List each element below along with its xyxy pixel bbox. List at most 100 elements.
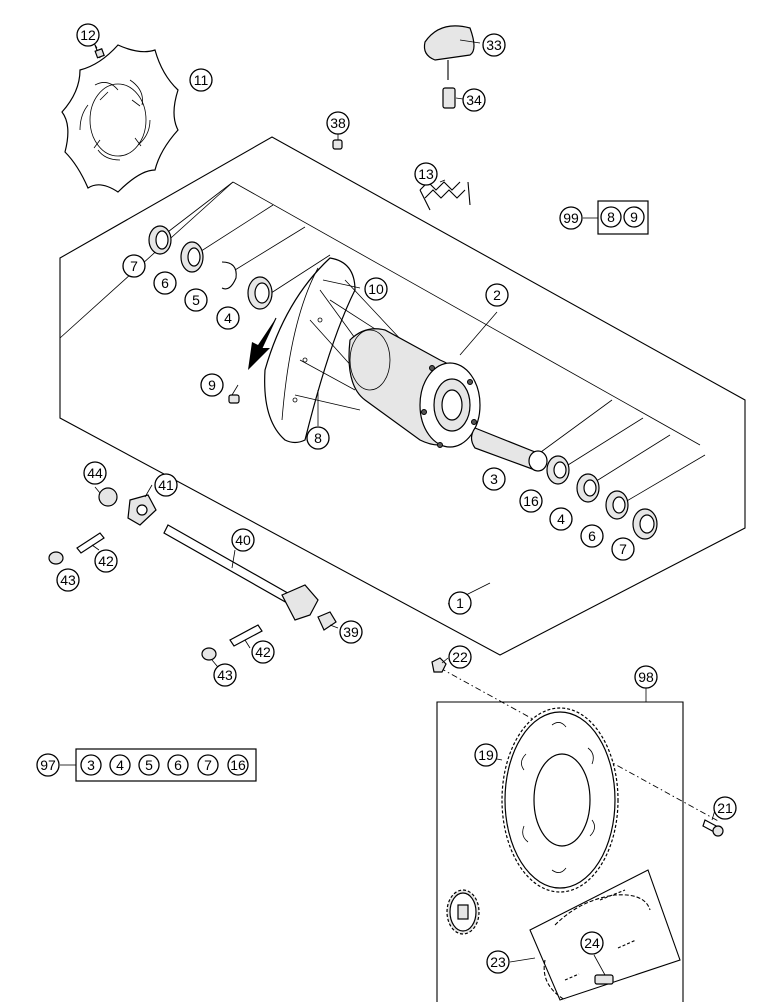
callout-43-right: 43 [213,663,237,687]
callout-7-left: 7 [122,254,146,278]
svg-text:5: 5 [145,757,153,773]
callout-24: 24 [580,931,604,955]
svg-text:23: 23 [490,954,506,970]
svg-text:4: 4 [116,757,124,773]
callout-4-right: 4 [549,507,573,531]
callout-11: 11 [189,68,213,92]
svg-text:7: 7 [204,757,212,773]
kit-99-item-8: 8 [600,206,622,228]
kit-97 [60,748,257,782]
callout-1: 1 [448,591,472,615]
chain-lock [594,974,614,985]
axle-nut [317,611,337,631]
kit-97-item-16: 16 [227,754,249,776]
svg-text:8: 8 [607,209,615,225]
alignment-lines [59,181,706,506]
left-seal-ring [180,241,204,273]
svg-text:42: 42 [98,553,114,569]
callout-42-right: 42 [251,640,275,664]
svg-text:12: 12 [80,27,96,43]
svg-text:43: 43 [217,667,233,683]
right-bearing [546,455,570,485]
svg-text:39: 39 [343,624,359,640]
callout-34: 34 [462,88,486,112]
svg-text:4: 4 [557,511,565,527]
adjuster-screw-left [48,532,105,565]
callout-6-right: 6 [580,524,604,548]
spoke-clip [419,181,471,211]
callout-22: 22 [448,645,472,669]
svg-text:38: 38 [330,115,346,131]
callout-40: 40 [231,528,255,552]
callout-9: 9 [200,373,224,397]
callout-19: 19 [474,743,498,767]
brake-disc [61,44,179,193]
svg-text:1: 1 [456,595,464,611]
drive-chain [529,869,681,1001]
svg-text:41: 41 [158,477,174,493]
right-shaft-seal [632,508,658,540]
callout-39: 39 [339,620,363,644]
kit-97-item-7: 7 [197,754,219,776]
wheel-assembly-frame [59,136,746,656]
svg-text:98: 98 [638,669,654,685]
kit-97-item-6: 6 [167,754,189,776]
right-seal [576,473,600,503]
spoke-nipple [228,394,240,404]
sprocket-kit-frame [436,701,684,1002]
svg-text:34: 34 [466,92,482,108]
svg-text:7: 7 [619,541,627,557]
svg-text:21: 21 [717,800,733,816]
svg-text:3: 3 [490,471,498,487]
svg-text:11: 11 [194,72,209,88]
callout-38: 38 [326,111,350,135]
wheel-hub [348,328,481,448]
rotation-arrow [248,318,276,370]
callout-44: 44 [83,461,107,485]
svg-text:97: 97 [40,757,56,773]
rim [264,257,356,444]
svg-text:44: 44 [87,465,103,481]
callout-12: 12 [76,23,100,47]
svg-text:19: 19 [478,747,494,763]
svg-text:22: 22 [452,649,468,665]
kit-97-label: 97 [36,753,60,777]
callout-8: 8 [306,426,330,450]
left-bearing [247,276,273,310]
grease-tool [423,25,475,109]
callout-16: 16 [519,489,543,513]
svg-text:40: 40 [235,532,251,548]
callout-7-right: 7 [611,537,635,561]
svg-text:42: 42 [255,644,271,660]
sprocket-centerline [439,667,721,823]
svg-text:43: 43 [60,572,76,588]
svg-text:10: 10 [368,281,384,297]
svg-text:9: 9 [208,377,216,393]
callout-23: 23 [486,950,510,974]
callout-6-left: 6 [153,271,177,295]
svg-text:2: 2 [493,287,501,303]
callout-43-left: 43 [56,568,80,592]
svg-text:13: 13 [418,166,434,182]
svg-text:9: 9 [630,209,638,225]
front-sprocket [446,889,480,935]
sprocket-nut [431,657,447,673]
chain-adjuster-left [98,487,157,526]
rear-sprocket [501,707,619,893]
callout-4-left: 4 [216,306,240,330]
callout-13: 13 [414,162,438,186]
callout-2: 2 [485,283,509,307]
callout-5: 5 [184,288,208,312]
svg-text:6: 6 [161,275,169,291]
svg-text:7: 7 [130,258,138,274]
kit-99-item-9: 9 [623,206,645,228]
callout-21: 21 [713,796,737,820]
svg-text:16: 16 [523,493,539,509]
kit-97-item-4: 4 [109,754,131,776]
svg-text:99: 99 [563,210,579,226]
callout-3: 3 [482,467,506,491]
callout-33: 33 [482,33,506,57]
adjuster-screw-right [201,624,263,661]
